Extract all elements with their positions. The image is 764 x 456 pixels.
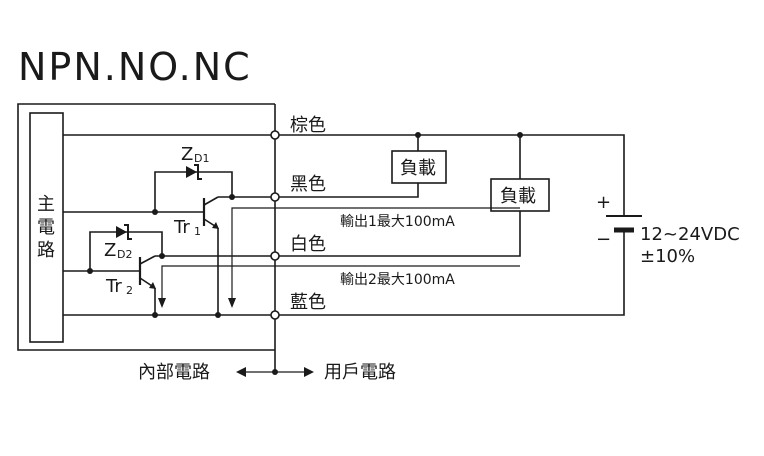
- output2-current-line: [161, 265, 520, 300]
- tr1-sublabel: 1: [194, 225, 201, 238]
- output2-current-arrow: [158, 298, 166, 308]
- tr2-emitter-arrow: [149, 282, 156, 289]
- battery-plus-sign: +: [596, 192, 611, 213]
- battery-minus-sign: −: [596, 229, 611, 250]
- terminal-white: [270, 251, 280, 261]
- zener1-sublabel: D1: [194, 152, 209, 165]
- main-circuit-box: [29, 112, 64, 343]
- tr2-emitter-node: [152, 312, 158, 318]
- diagram-title: NPN.NO.NC: [18, 45, 252, 89]
- load1-return-wire: [279, 183, 419, 198]
- output1-current-line: [231, 207, 520, 300]
- output1-current-arrow: [228, 298, 236, 308]
- load2-box: [490, 178, 550, 212]
- load1-box: [391, 150, 447, 184]
- output2-label: 輸出2最大100mA: [340, 272, 455, 288]
- terminal-blue: [270, 310, 280, 320]
- blue-wire-external: [279, 236, 625, 316]
- supply-tolerance: ±10%: [640, 246, 695, 267]
- zener2-triangle: [116, 226, 127, 238]
- main-circuit-label-3: 路: [37, 240, 55, 261]
- zener2-label: Z: [104, 240, 116, 261]
- tr2-label: Tr: [105, 276, 122, 297]
- brown-wire-external: [275, 134, 625, 216]
- footer-divider-node: [272, 369, 278, 375]
- load2-return-wire: [279, 211, 521, 257]
- zener1-bar: [194, 164, 202, 180]
- zener2-bar: [124, 224, 132, 240]
- tr1-emitter-node: [215, 312, 221, 318]
- supply-voltage: 12~24VDC: [640, 224, 740, 245]
- zener2-sublabel: D2: [117, 248, 132, 261]
- footer-arrow-left: [236, 367, 246, 377]
- zener1-triangle: [186, 166, 197, 178]
- tr1-label: Tr: [173, 217, 190, 238]
- main-circuit-label-1: 主: [37, 194, 55, 215]
- load2-label: 負載: [500, 186, 536, 207]
- footer-user-label: 用戶電路: [324, 362, 396, 383]
- tr2-sublabel: 2: [126, 284, 133, 297]
- load1-label: 負載: [400, 158, 436, 179]
- internal-circuit-boundary: [17, 103, 275, 351]
- terminal-label-brown: 棕色: [290, 115, 326, 136]
- zener1-label: Z: [181, 144, 193, 165]
- terminal-label-white: 白色: [290, 234, 326, 255]
- terminal-label-black: 黑色: [290, 174, 326, 195]
- output1-label: 輸出1最大100mA: [340, 214, 455, 230]
- footer-internal-label: 內部電路: [138, 362, 210, 383]
- terminal-brown: [270, 130, 280, 140]
- tr2-collector: [139, 255, 156, 265]
- terminal-label-blue: 藍色: [290, 292, 326, 313]
- zener1-wire: [154, 171, 233, 212]
- terminal-black: [270, 192, 280, 202]
- tr1-collector: [203, 196, 219, 206]
- main-circuit-label-2: 電: [37, 217, 55, 238]
- footer-arrow-right: [304, 367, 314, 377]
- tr1-emitter-arrow: [212, 222, 219, 229]
